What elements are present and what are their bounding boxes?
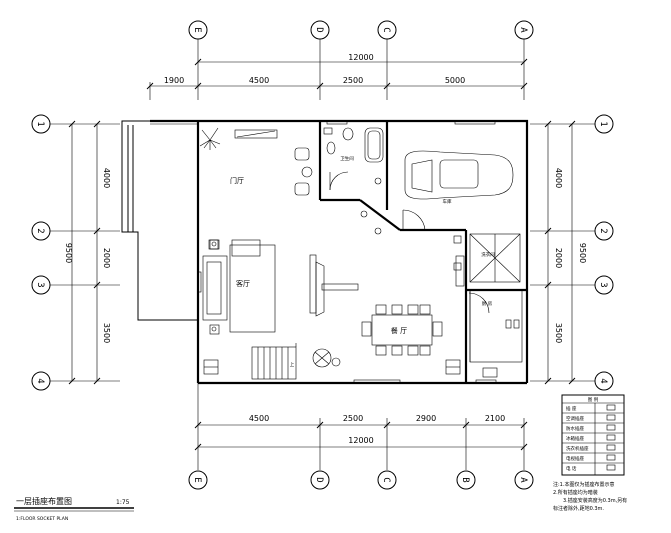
axis-label: 2: [598, 228, 608, 233]
legend-row: 电视插座: [566, 455, 584, 462]
note-line: 2.所有插座均为暗装: [553, 489, 598, 496]
dim-right-seg: 3500: [554, 323, 563, 343]
axis-label: A: [518, 477, 528, 483]
axis-label: B: [460, 477, 470, 482]
bottom-axis-bubbles: E D C B A: [188, 470, 534, 490]
note-line: 标注者除外,距地0.3m.: [553, 505, 604, 512]
axis-label: A: [518, 27, 528, 33]
axis-label: 3: [598, 282, 608, 287]
axis-label: E: [192, 477, 202, 482]
dim-left-seg: 2000: [102, 248, 111, 268]
legend-row: 冰箱插座: [566, 435, 584, 442]
drawing-subtitle: 1:FLOOR SOCKET PLAN: [16, 516, 68, 522]
door-swings: [329, 171, 490, 314]
top-axis-lines: [197, 39, 525, 100]
axis-label: 4: [35, 378, 45, 383]
legend-symbols: [606, 404, 616, 471]
legend-row: 洗衣机插座: [566, 445, 589, 452]
dim-top-seg: 5000: [445, 76, 465, 85]
dim-right-seg: 2000: [554, 248, 563, 268]
dim-right-total: 9500: [578, 243, 587, 263]
note-line: 注:1.本图仅为插座布置示意: [553, 481, 614, 488]
top-axis-bubbles: E D C A: [188, 20, 534, 40]
room-label-dining: 餐 厅: [391, 326, 407, 335]
furniture: [199, 127, 523, 380]
dim-bottom-seg: 2100: [485, 414, 505, 423]
stair-label: 上: [290, 361, 295, 368]
dim-left-total: 9500: [64, 243, 73, 263]
axis-label: 2: [35, 228, 45, 233]
room-labels: 门厅 卫生间 车库 洗衣间 厨 房 客厅 餐 厅 上: [230, 155, 495, 368]
axis-label: E: [192, 27, 202, 32]
room-label-entry: 门厅: [230, 176, 244, 185]
dim-left-seg: 4000: [102, 168, 111, 188]
legend-row: 插 座: [566, 405, 577, 412]
dim-top-total: 12000: [348, 53, 373, 62]
room-label-living: 客厅: [236, 279, 250, 288]
room-label-garage: 车库: [443, 198, 452, 205]
dim-right-seg: 4000: [554, 168, 563, 188]
axis-label: C: [381, 27, 391, 32]
left-axis-bubbles: 1 2 3 4: [31, 114, 51, 391]
right-axis-bubbles: 1 2 3 4: [594, 114, 614, 391]
note-line: 3.插座安装高度为0.3m,另有: [563, 497, 627, 504]
axis-label: 3: [35, 282, 45, 287]
dim-bottom-seg: 4500: [249, 414, 269, 423]
drawing-scale: 1:75: [116, 499, 130, 506]
top-dimensions: 12000 1900 4500 2500 5000: [146, 53, 528, 100]
legend-table: 图 例 插 座 空调插座 防水插座 冰箱插座 洗衣机插座 电视插座 电 话: [561, 394, 625, 476]
dim-bottom-seg: 2900: [416, 414, 436, 423]
dim-top-seg: 1900: [164, 76, 184, 85]
dim-left-seg: 3500: [102, 323, 111, 343]
legend-row: 空调插座: [566, 415, 584, 422]
legend-row: 防水插座: [566, 425, 584, 432]
legend-title: 图 例: [588, 396, 599, 403]
axis-label: 4: [598, 378, 608, 383]
axis-label: D: [314, 477, 324, 482]
left-axis-lines: [50, 123, 120, 382]
notes: 注:1.本图仅为插座布置示意 2.所有插座均为暗装 3.插座安装高度为0.3m,…: [553, 481, 627, 512]
dim-bottom-total: 12000: [348, 436, 373, 445]
left-ticks: [68, 120, 101, 385]
right-ticks: [544, 120, 576, 385]
title-block: 一层插座布置图 1:75 1:FLOOR SOCKET PLAN: [14, 496, 134, 522]
right-axis-lines: [530, 123, 595, 382]
dim-top-seg: 4500: [249, 76, 269, 85]
axis-label: 1: [598, 121, 608, 126]
axis-label: C: [381, 477, 391, 482]
room-label-bath: 卫生间: [340, 155, 354, 162]
bottom-dimensions: 4500 2500 2900 2100 12000: [194, 383, 528, 470]
axis-label: D: [314, 27, 324, 32]
legend-row: 电 话: [566, 465, 577, 472]
dim-top-seg: 2500: [343, 76, 363, 85]
drawing-title: 一层插座布置图: [16, 496, 72, 506]
room-label-laundry: 洗衣间: [481, 251, 495, 258]
axis-label: 1: [35, 121, 45, 126]
dim-bottom-seg: 2500: [343, 414, 363, 423]
room-label-kitchen: 厨 房: [482, 300, 493, 307]
